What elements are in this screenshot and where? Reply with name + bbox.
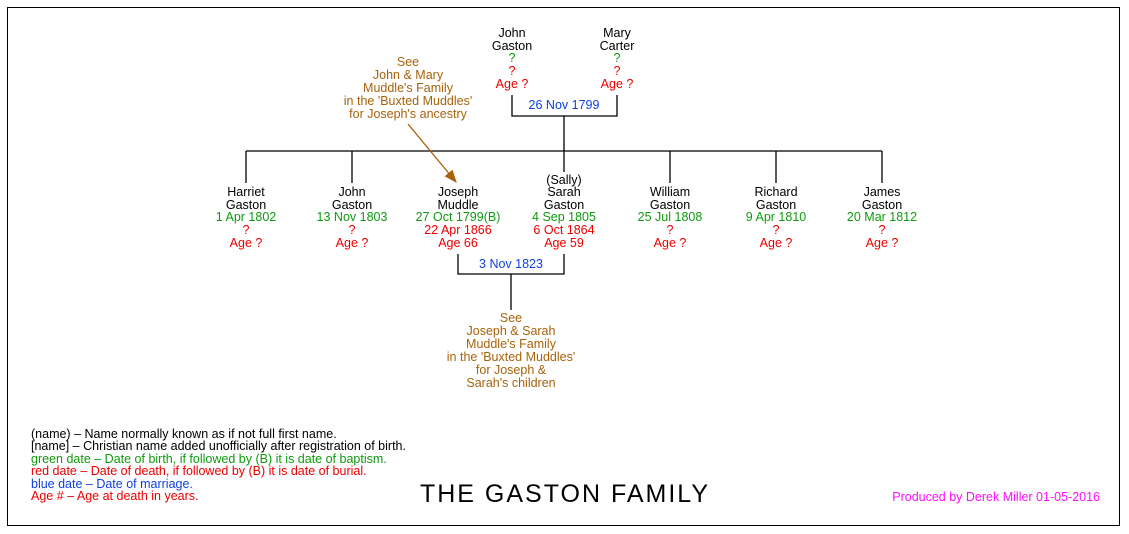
child-age: Age ? [654, 236, 687, 250]
mother-node: Mary Carter ? ? Age ? [600, 26, 635, 91]
child-first-name: William [650, 185, 690, 199]
child-marriage-date: 3 Nov 1823 [479, 257, 543, 271]
child-birth-date: 20 Mar 1812 [847, 210, 917, 224]
child-node-richard: Richard Gaston 9 Apr 1810 ? Age ? [746, 185, 807, 250]
diagram-title: THE GASTON FAMILY [420, 480, 710, 508]
children-note: See Joseph & Sarah Muddle's Family in th… [447, 311, 575, 390]
child-last-name: Gaston [862, 198, 902, 212]
diagram-frame [7, 7, 1120, 526]
child-last-name: Gaston [756, 198, 796, 212]
child-last-name: Gaston [544, 198, 584, 212]
child-birth-date: 4 Sep 1805 [532, 210, 596, 224]
ancestry-arrow [407, 123, 457, 184]
legend-line: [name] – Christian name added unofficial… [31, 439, 406, 453]
father-death-date: ? [509, 64, 516, 78]
father-first-name: John [498, 26, 525, 40]
children-note-line-text: for Joseph & [476, 363, 547, 377]
legend-line: blue date – Date of marriage. [31, 477, 193, 491]
mother-birth-date: ? [614, 51, 621, 65]
child-birth-date: 1 Apr 1802 [216, 210, 277, 224]
children-note-line-text: Muddle's Family [466, 337, 557, 351]
mother-death-date: ? [614, 64, 621, 78]
father-birth-date: ? [509, 51, 516, 65]
child-node-james: James Gaston 20 Mar 1812 ? Age ? [847, 185, 917, 250]
child-death-date: 6 Oct 1864 [533, 223, 594, 237]
child-known-as: (Sally) [546, 173, 581, 187]
child-first-name: Harriet [227, 185, 265, 199]
child-death-date: ? [349, 223, 356, 237]
ancestry-note-line: John & Mary [373, 68, 444, 82]
children-note-line-text: Joseph & Sarah [467, 324, 556, 338]
children-note-line-text: in the 'Buxted Muddles' [447, 350, 575, 364]
child-node-harriet: Harriet Gaston 1 Apr 1802 ? Age ? [216, 185, 277, 250]
ancestry-note-line: Muddle's Family [363, 81, 454, 95]
child-first-name: John [338, 185, 365, 199]
father-node: John Gaston ? ? Age ? [492, 26, 532, 91]
child-birth-date: 9 Apr 1810 [746, 210, 807, 224]
child-birth-date: 25 Jul 1808 [638, 210, 703, 224]
child-age: Age ? [230, 236, 263, 250]
child-node-william: William Gaston 25 Jul 1808 ? Age ? [638, 185, 703, 250]
child-birth-date: 27 Oct 1799(B) [416, 210, 501, 224]
child-age: Age ? [336, 236, 369, 250]
child-node-joseph: Joseph Muddle 27 Oct 1799(B) 22 Apr 1866… [416, 185, 501, 250]
children-note-line-text: Sarah's children [466, 376, 555, 390]
child-birth-date: 13 Nov 1803 [317, 210, 388, 224]
child-last-name: Gaston [332, 198, 372, 212]
legend: (name) – Name normally known as if not f… [31, 427, 406, 503]
child-death-date: ? [667, 223, 674, 237]
child-first-name: Richard [754, 185, 797, 199]
ancestry-note: See John & Mary Muddle's Family in the '… [344, 55, 472, 121]
child-first-name: James [864, 185, 901, 199]
child-age: Age ? [866, 236, 899, 250]
ancestry-note-line: for Joseph's ancestry [349, 107, 467, 121]
child-age: Age 66 [438, 236, 478, 250]
child-node-john: John Gaston 13 Nov 1803 ? Age ? [317, 185, 388, 250]
child-last-name: Gaston [226, 198, 266, 212]
legend-line: (name) – Name normally known as if not f… [31, 427, 337, 441]
child-death-date: ? [243, 223, 250, 237]
author-credit: Produced by Derek Miller 01-05-2016 [892, 490, 1100, 504]
mother-last-name: Carter [600, 39, 635, 53]
father-age: Age ? [496, 77, 529, 91]
parents-marriage-date: 26 Nov 1799 [529, 98, 600, 112]
child-death-date: ? [773, 223, 780, 237]
child-death-date: ? [879, 223, 886, 237]
ancestry-note-line: in the 'Buxted Muddles' [344, 94, 472, 108]
legend-line: Age # – Age at death in years. [31, 489, 198, 503]
child-last-name: Gaston [650, 198, 690, 212]
mother-first-name: Mary [603, 26, 632, 40]
legend-line: green date – Date of birth, if followed … [31, 452, 387, 466]
father-last-name: Gaston [492, 39, 532, 53]
child-first-name: Joseph [438, 185, 478, 199]
child-last-name: Muddle [438, 198, 479, 212]
children-note-line-text: See [500, 311, 522, 325]
child-age: Age 59 [544, 236, 584, 250]
legend-line: red date – Date of death, if followed by… [31, 464, 367, 478]
ancestry-note-line: See [397, 55, 419, 69]
mother-age: Age ? [601, 77, 634, 91]
child-first-name: Sarah [547, 185, 580, 199]
child-node-sarah: (Sally) Sarah Gaston 4 Sep 1805 6 Oct 18… [532, 173, 596, 250]
child-age: Age ? [760, 236, 793, 250]
child-death-date: 22 Apr 1866 [424, 223, 491, 237]
